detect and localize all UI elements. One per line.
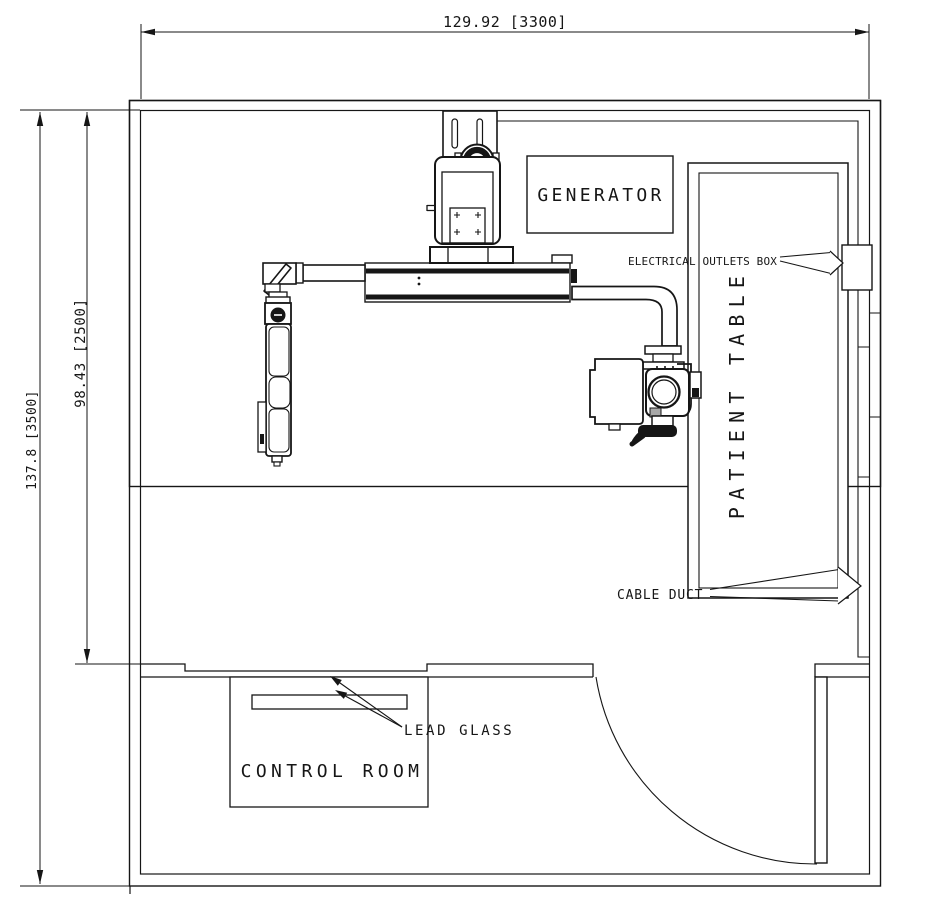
door-leaf	[814, 676, 828, 864]
dimension-left-inner: 98.43 [2500]	[73, 112, 141, 665]
dimension-top: 129.92 [3300]	[140, 13, 870, 99]
column-body	[265, 323, 292, 457]
door	[595, 676, 828, 865]
inner-wall-rect	[139, 109, 871, 875]
cable-duct-label: CABLE DUCT	[617, 588, 703, 603]
control-room-label: CONTROL ROOM	[241, 761, 424, 782]
lead-glass-label: LEAD GLASS	[404, 723, 514, 739]
partition-wall	[141, 663, 870, 678]
control-room: CONTROL ROOM	[229, 676, 429, 808]
patient-table-label: PATIENT TABLE	[725, 269, 749, 519]
dim-left-outer-text: 137.8 [3500]	[25, 390, 40, 490]
arrowhead-cable-duct	[837, 566, 862, 605]
door-swing-arc	[595, 676, 818, 865]
electrical-outlets-box	[841, 244, 873, 291]
equipment-rail	[364, 254, 577, 303]
tube-head-assembly	[571, 285, 702, 447]
tube-stand-base	[429, 246, 514, 264]
bolt-marks	[454, 212, 481, 235]
outer-wall-rect	[128, 99, 882, 887]
swivel-arm	[571, 285, 678, 347]
dimension-left-outer: 137.8 [3500]	[20, 109, 140, 887]
wall-stand	[257, 262, 366, 467]
dim-left-inner-text: 98.43 [2500]	[73, 298, 89, 408]
generator: GENERATOR	[526, 155, 674, 234]
arrowhead-lead-glass-2	[335, 690, 348, 699]
arrowhead-electrical	[829, 250, 844, 276]
side-plate	[257, 401, 267, 453]
lead-glass-window	[251, 694, 408, 710]
lead-lining	[497, 120, 870, 658]
tube-port-circle	[647, 375, 681, 409]
tube-stand	[426, 110, 514, 264]
stand-pin	[426, 204, 435, 212]
detector-box	[589, 358, 644, 425]
generator-outline	[526, 155, 674, 234]
generator-label: GENERATOR	[537, 185, 664, 206]
patient-table: PATIENT TABLE	[687, 162, 849, 599]
dim-top-text: 129.92 [3300]	[443, 13, 567, 31]
electrical-outlets-box-outline	[841, 244, 873, 291]
arrowhead-lead-glass-1	[330, 676, 342, 686]
room-walls	[128, 99, 882, 894]
telescopic-arm	[302, 264, 366, 282]
tube-stand-body	[434, 156, 501, 245]
electrical-outlets-box-label: ELECTRICAL OUTLETS BOX	[628, 255, 777, 268]
annotations: ELECTRICAL OUTLETS BOX CABLE DUCT LEAD G…	[330, 250, 862, 739]
rail-clamp	[689, 371, 702, 399]
